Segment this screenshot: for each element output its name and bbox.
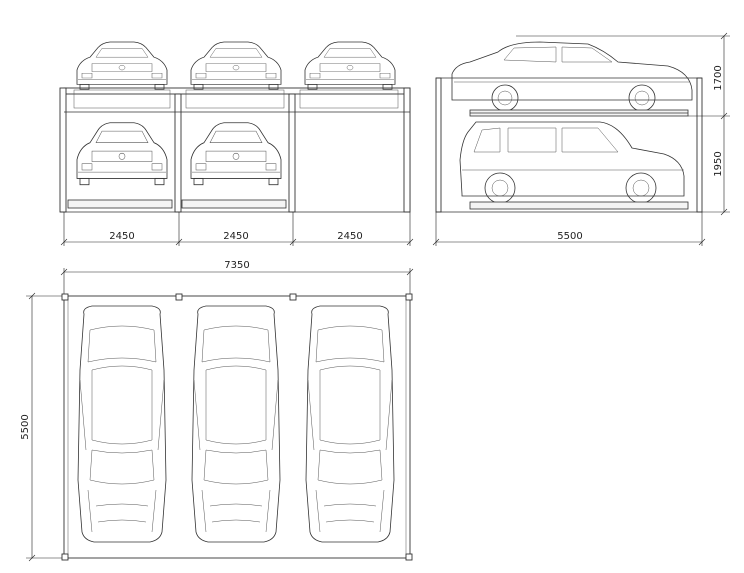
bay-width-3: 2450: [337, 231, 362, 242]
plan-frame: [63, 295, 411, 559]
lower-level-height: 1950: [713, 151, 724, 176]
side-post-right: [696, 77, 703, 213]
upper-platform: [63, 87, 411, 95]
upper-sedan: [451, 41, 693, 112]
plan-depth: 5500: [20, 414, 31, 439]
upper-level-height: 1700: [713, 65, 724, 90]
side-elevation: 1700 1950 5500: [432, 32, 730, 246]
bay-width-1: 2450: [109, 231, 134, 242]
total-width: 7350: [224, 260, 249, 271]
lower-suv: [459, 121, 685, 204]
post-right: [403, 87, 411, 213]
side-post-left: [435, 77, 442, 213]
post-left: [59, 87, 67, 213]
plan-view: 7350 5500: [20, 260, 414, 562]
bay-width-2: 2450: [223, 231, 248, 242]
side-length: 5500: [557, 231, 582, 242]
front-elevation: 2450 2450 2450: [59, 41, 414, 246]
lower-side-platform: [469, 201, 689, 210]
